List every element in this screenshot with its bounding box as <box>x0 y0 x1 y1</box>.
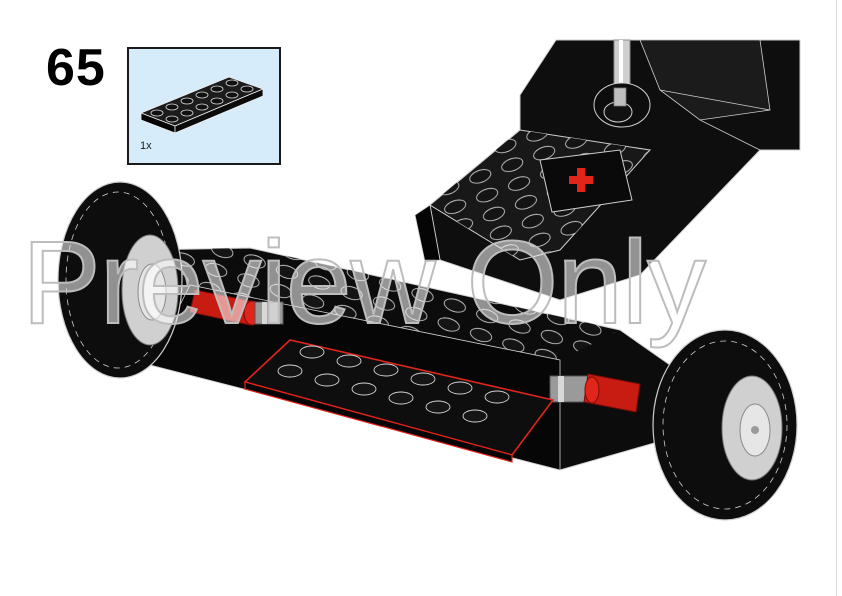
plate-2x6-icon <box>139 76 265 134</box>
left-axle-pin <box>189 289 284 326</box>
red-cross-icon <box>539 149 633 213</box>
step-number: 65 <box>46 39 106 97</box>
part-quantity: 1x <box>140 140 152 152</box>
left-wheel <box>57 181 183 379</box>
new-plate-highlight <box>243 339 555 463</box>
page-edge-line <box>836 0 837 596</box>
right-axle-pin <box>549 373 641 413</box>
right-wheel <box>652 329 798 521</box>
parts-callout: 1x <box>127 47 281 165</box>
steering-column <box>593 39 651 128</box>
